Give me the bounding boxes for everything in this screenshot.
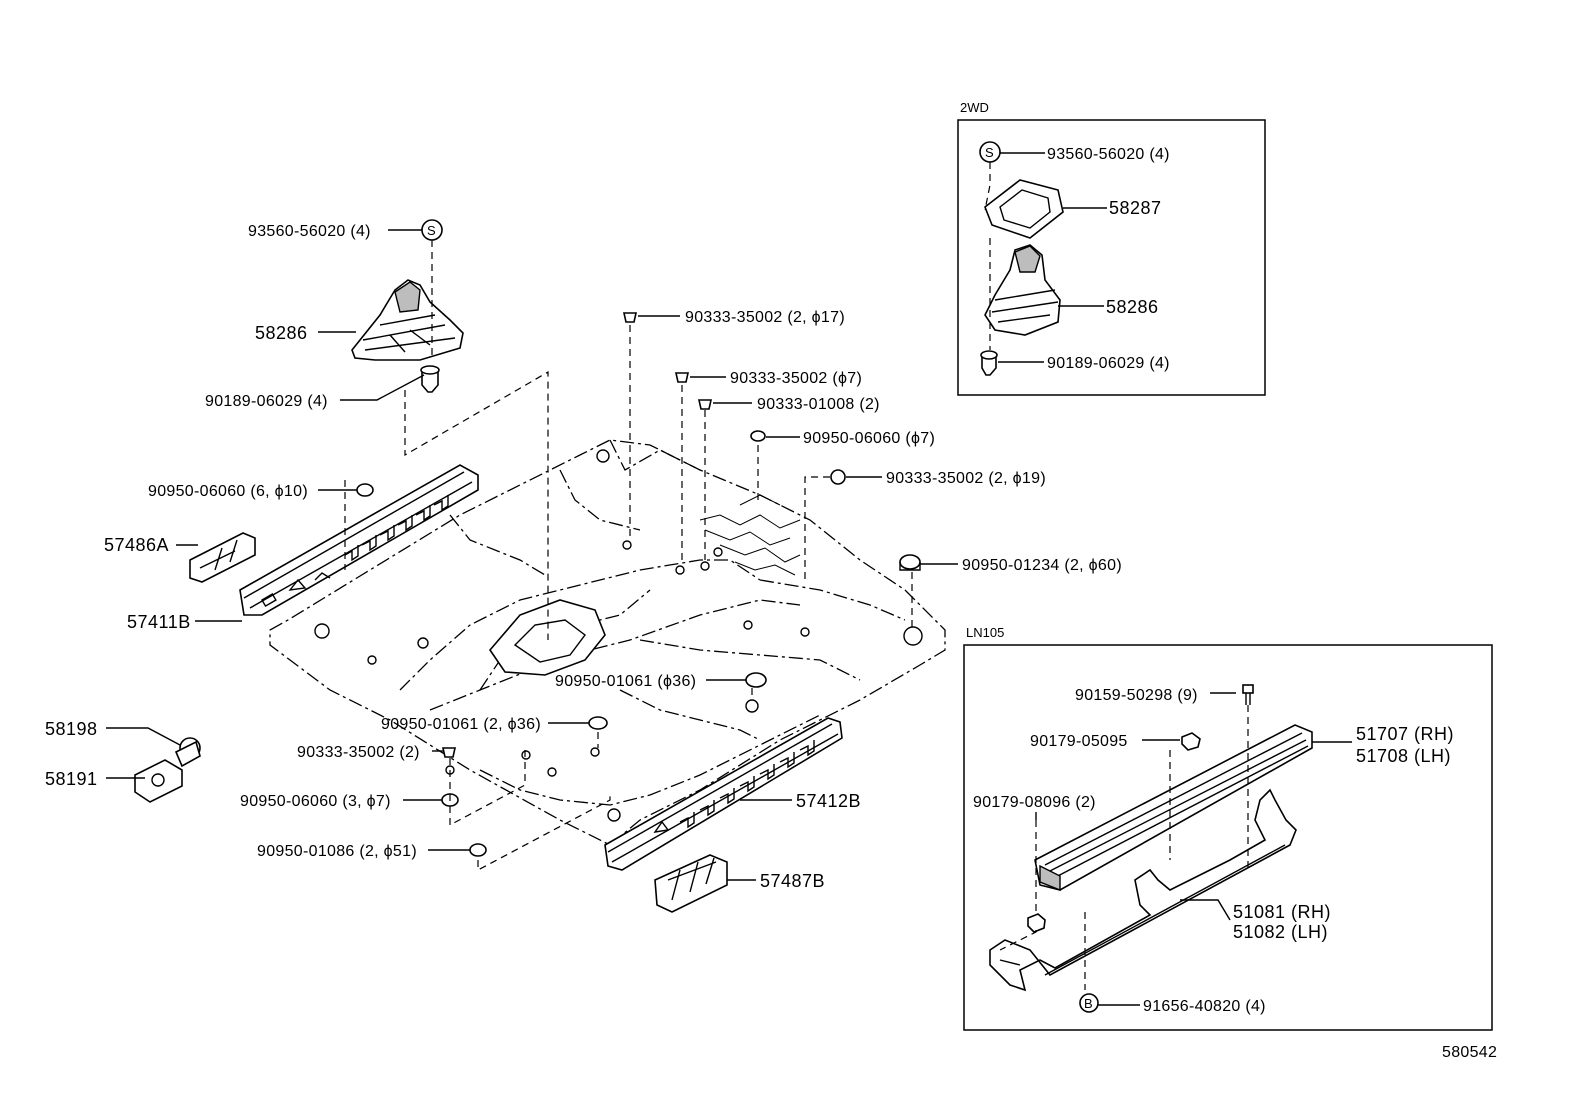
plug-90333-a-icon [623, 312, 637, 323]
shift-boot-58286-2wd [984, 244, 1061, 336]
label-ln105-51081: 51081 (RH) [1233, 902, 1331, 922]
label-90333-01008: 90333-01008 (2) [757, 396, 880, 413]
bolt-90159 [1242, 684, 1254, 705]
svg-text:S: S [985, 145, 994, 160]
label-90333-35002-b: 90333-35002 (ϕ7) [730, 370, 862, 387]
plate-57487b [654, 854, 728, 913]
label-58191: 58191 [45, 769, 98, 789]
plug-90950-g-icon [469, 843, 487, 857]
label-93560-56020: 93560-56020 (4) [248, 223, 371, 240]
plug-90950-d-icon [745, 672, 767, 688]
running-board-51707 [1034, 724, 1313, 892]
scuff-plate-57411b [239, 464, 479, 616]
grommet-90189-main [420, 365, 440, 393]
label-90950-06060-c: 90950-06060 (3, ϕ7) [240, 793, 391, 810]
label-90950-06060-b: 90950-06060 (ϕ7) [803, 430, 935, 447]
part-58191 [134, 759, 183, 803]
label-2wd-90189-06029: 90189-06029 (4) [1047, 355, 1170, 372]
part-58198 [174, 737, 201, 768]
label-90950-06060-a: 90950-06060 (6, ϕ10) [148, 483, 308, 500]
label-ln105-51707: 51707 (RH) [1356, 724, 1454, 744]
box-ln105: LN105 B [963, 625, 1493, 1031]
svg-text:B: B [1084, 996, 1093, 1011]
plug-90950-a-icon [356, 483, 374, 497]
label-2wd-93560-56020: 93560-56020 (4) [1047, 146, 1170, 163]
box-ln105-title: LN105 [966, 625, 1004, 640]
label-90950-01086: 90950-01086 (2, ϕ51) [257, 843, 417, 860]
label-90950-01061-a: 90950-01061 (ϕ36) [555, 673, 696, 690]
plate-57486a [189, 532, 256, 583]
label-57411b: 57411B [127, 612, 191, 632]
plug-90950-b-icon [750, 430, 766, 442]
projection-lines-main [344, 240, 913, 871]
nut-90179-08096 [1027, 913, 1046, 933]
label-57412b: 57412B [796, 791, 861, 811]
label-58286: 58286 [255, 323, 308, 343]
labels-main: 93560-56020 (4) 58286 90189-06029 (4) 90… [45, 223, 1122, 891]
label-2wd-58287: 58287 [1109, 198, 1162, 218]
label-90333-35002-e: 90333-35002 (2) [297, 744, 420, 761]
label-90333-35002-d: 90333-35002 (2, ϕ19) [886, 470, 1046, 487]
floor-pan [269, 439, 946, 846]
label-90950-01061-b: 90950-01061 (2, ϕ36) [381, 716, 541, 733]
plugs-main [356, 312, 921, 857]
label-ln105-90179-05095: 90179-05095 [1030, 733, 1128, 750]
label-90333-35002-a: 90333-35002 (2, ϕ17) [685, 309, 845, 326]
label-90950-01234: 90950-01234 (2, ϕ60) [962, 557, 1122, 574]
box-2wd: 2WD S 93560-56020 (4) 58287 [957, 100, 1266, 396]
label-58198: 58198 [45, 719, 98, 739]
scuff-plate-57412b [604, 717, 843, 871]
svg-text:S: S [427, 223, 436, 238]
plug-90333-e-icon [442, 747, 456, 758]
label-ln105-90159-50298: 90159-50298 (9) [1075, 687, 1198, 704]
label-57486a: 57486A [104, 535, 169, 555]
label-ln105-51082: 51082 (LH) [1233, 922, 1328, 942]
grommet-90189-2wd [980, 350, 998, 376]
label-ln105-51708: 51708 (LH) [1356, 746, 1451, 766]
plug-90333-b-icon [675, 372, 689, 383]
label-ln105-91656-40820: 91656-40820 (4) [1143, 998, 1266, 1015]
shift-boot-58286 [351, 279, 464, 361]
plug-90950-e-icon [588, 716, 608, 730]
label-ln105-90179-08096: 90179-08096 (2) [973, 794, 1096, 811]
box-2wd-title: 2WD [960, 100, 989, 115]
label-2wd-58286: 58286 [1106, 297, 1159, 317]
b-marker-icon: B [1079, 993, 1099, 1013]
shift-frame-58287 [984, 179, 1064, 239]
nut-90179-05095 [1181, 732, 1201, 751]
s-marker-icon-2wd: S [979, 141, 1001, 163]
s-marker-icon-main: S [421, 219, 443, 241]
label-90189-06029: 90189-06029 (4) [205, 393, 328, 410]
plug-90950-c-icon [899, 554, 921, 571]
label-57487b: 57487B [760, 871, 825, 891]
plug-90333-c-icon [698, 399, 712, 410]
diagram-id: 580542 [1442, 1044, 1497, 1061]
plug-90333-d-icon [830, 469, 846, 485]
leader-lines-main [106, 229, 958, 881]
